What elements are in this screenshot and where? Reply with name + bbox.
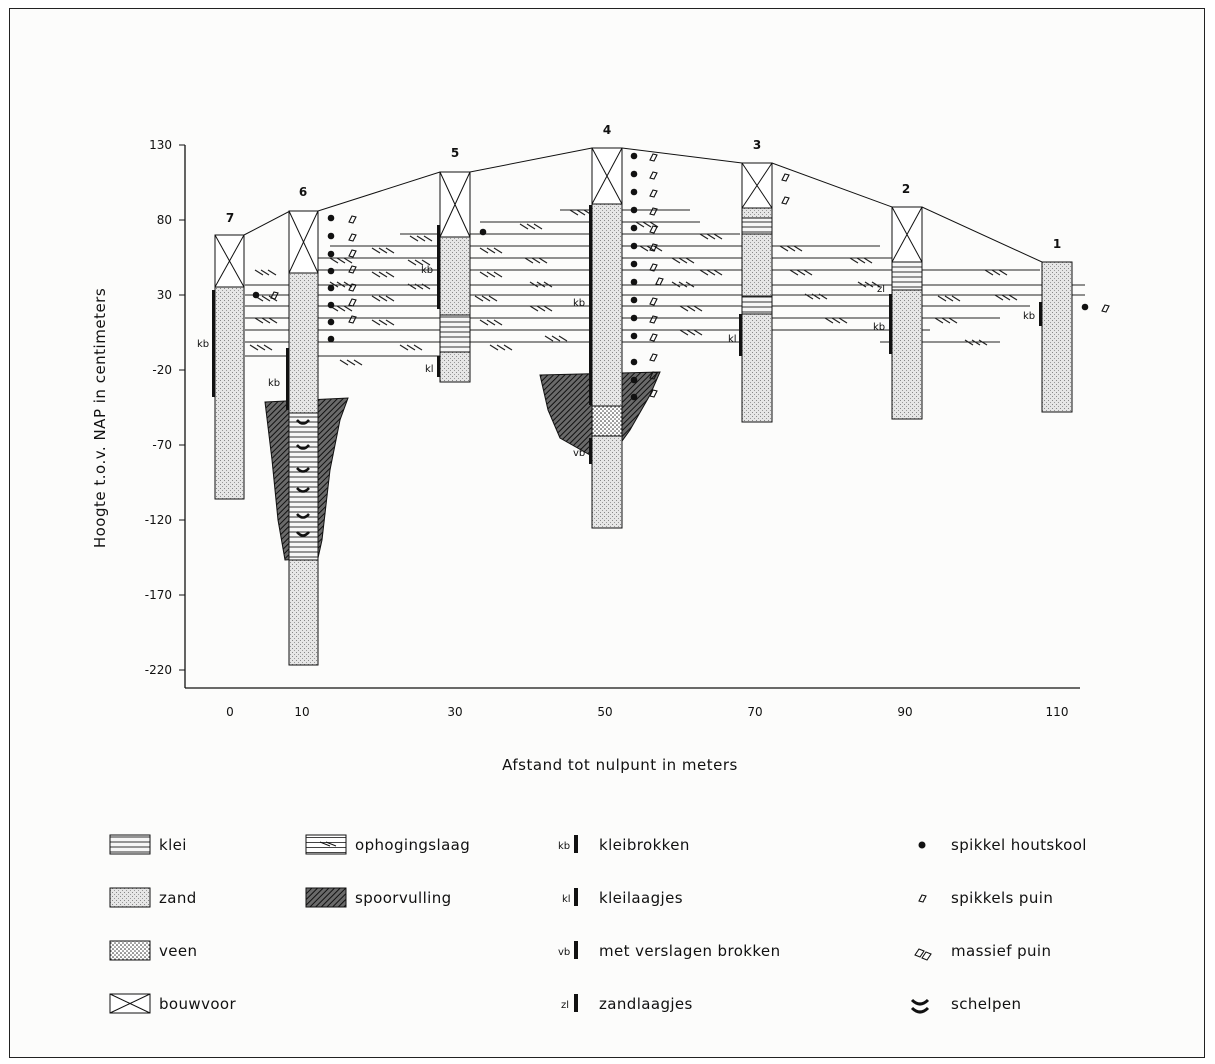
legend-verslagen-brokken: vb met verslagen brokken <box>558 941 780 960</box>
x-tick-90: 90 <box>897 705 912 719</box>
svg-text:schelpen: schelpen <box>951 995 1021 1013</box>
svg-text:spikkels puin: spikkels puin <box>951 889 1053 907</box>
annot-4-kb: kb <box>573 298 585 309</box>
legend: klei zand veen bouwvoor ophogingslaag sp… <box>109 834 1087 1014</box>
y-axis: 130 80 30 -20 -70 -120 -170 -220 <box>145 138 186 688</box>
annot-2-kb: kb <box>873 322 885 333</box>
svg-text:kb: kb <box>558 841 570 852</box>
y-tick-80: 80 <box>157 213 172 227</box>
puin-marks <box>270 153 1110 398</box>
svg-text:bouwvoor: bouwvoor <box>159 995 237 1013</box>
svg-text:zandlaagjes: zandlaagjes <box>599 995 693 1013</box>
y-tick-minus220: -220 <box>145 663 172 677</box>
legend-kleibrokken: kb kleibrokken <box>558 835 690 854</box>
y-tick-130: 130 <box>149 138 172 152</box>
y-tick-30: 30 <box>157 288 172 302</box>
legend-schelpen: schelpen <box>910 995 1021 1014</box>
legend-spoorvulling: spoorvulling <box>305 887 452 908</box>
legend-spikkels-puin: spikkels puin <box>918 889 1053 907</box>
svg-text:veen: veen <box>159 942 197 960</box>
svg-text:met verslagen brokken: met verslagen brokken <box>599 942 780 960</box>
houtskool-dots <box>252 152 1089 401</box>
x-tick-110: 110 <box>1046 705 1069 719</box>
legend-kleilaagjes: kl kleilaagjes <box>562 888 683 907</box>
borehole-1 <box>1041 261 1073 413</box>
legend-klei: klei <box>109 834 187 855</box>
x-tick-10: 10 <box>294 705 309 719</box>
svg-text:massief puin: massief puin <box>951 942 1051 960</box>
borehole-label-7: 7 <box>226 211 234 225</box>
schelpen-marks <box>296 419 310 537</box>
annot-5-kl: kl <box>425 364 434 375</box>
borehole-label-6: 6 <box>299 185 307 199</box>
ophogingslaag-layers <box>245 209 1085 357</box>
x-axis: 0 10 30 50 70 90 110 <box>185 687 1080 719</box>
svg-text:kleilaagjes: kleilaagjes <box>599 889 683 907</box>
borehole-label-4: 4 <box>603 123 611 137</box>
borehole-label-3: 3 <box>753 138 761 152</box>
legend-zandlaagjes: zl zandlaagjes <box>561 994 693 1013</box>
annot-3-kl: kl <box>728 334 737 345</box>
legend-ophogingslaag: ophogingslaag <box>305 834 470 855</box>
svg-text:kleibrokken: kleibrokken <box>599 836 690 854</box>
x-axis-label: Afstand tot nulpunt in meters <box>502 756 738 774</box>
annot-2-zl: zl <box>877 284 885 295</box>
ophogingslaag-ticks <box>249 209 1018 366</box>
borehole-label-2: 2 <box>902 182 910 196</box>
svg-text:vb: vb <box>558 947 570 958</box>
legend-massief-puin: massief puin <box>914 942 1051 961</box>
annot-6-kb: kb <box>268 378 280 389</box>
y-axis-label: Hoogte t.o.v. NAP in centimeters <box>91 288 109 548</box>
svg-text:spoorvulling: spoorvulling <box>355 889 452 907</box>
legend-zand: zand <box>109 887 197 908</box>
legend-veen: veen <box>109 940 197 961</box>
svg-text:kl: kl <box>562 894 571 905</box>
legend-bouwvoor: bouwvoor <box>109 993 237 1014</box>
svg-text:zl: zl <box>561 1000 569 1011</box>
borehole-label-1: 1 <box>1053 237 1061 251</box>
annot-5-kb: kb <box>421 265 433 276</box>
y-tick-minus120: -120 <box>145 513 172 527</box>
y-tick-minus70: -70 <box>152 438 172 452</box>
borehole-7 <box>214 234 245 500</box>
surface-line <box>243 147 1072 263</box>
svg-text:ophogingslaag: ophogingslaag <box>355 836 470 854</box>
borehole-3 <box>741 162 773 423</box>
y-tick-minus170: -170 <box>145 588 172 602</box>
annot-1-kb: kb <box>1023 311 1035 322</box>
legend-spikkel-houtskool: spikkel houtskool <box>918 836 1087 854</box>
kleibrokken-bars <box>212 205 1043 464</box>
svg-text:zand: zand <box>159 889 197 907</box>
borehole-2 <box>891 206 923 420</box>
y-tick-minus20: -20 <box>152 363 172 377</box>
borehole-label-5: 5 <box>451 146 459 160</box>
svg-text:klei: klei <box>159 836 187 854</box>
x-tick-70: 70 <box>747 705 762 719</box>
borehole-5 <box>439 171 471 383</box>
x-tick-50: 50 <box>597 705 612 719</box>
borehole-4 <box>591 147 623 529</box>
x-tick-30: 30 <box>447 705 462 719</box>
borehole-6 <box>288 210 319 666</box>
annot-7-kb: kb <box>197 339 209 350</box>
annot-4-vb: vb <box>573 448 585 459</box>
svg-text:spikkel houtskool: spikkel houtskool <box>951 836 1087 854</box>
x-tick-0: 0 <box>226 705 234 719</box>
